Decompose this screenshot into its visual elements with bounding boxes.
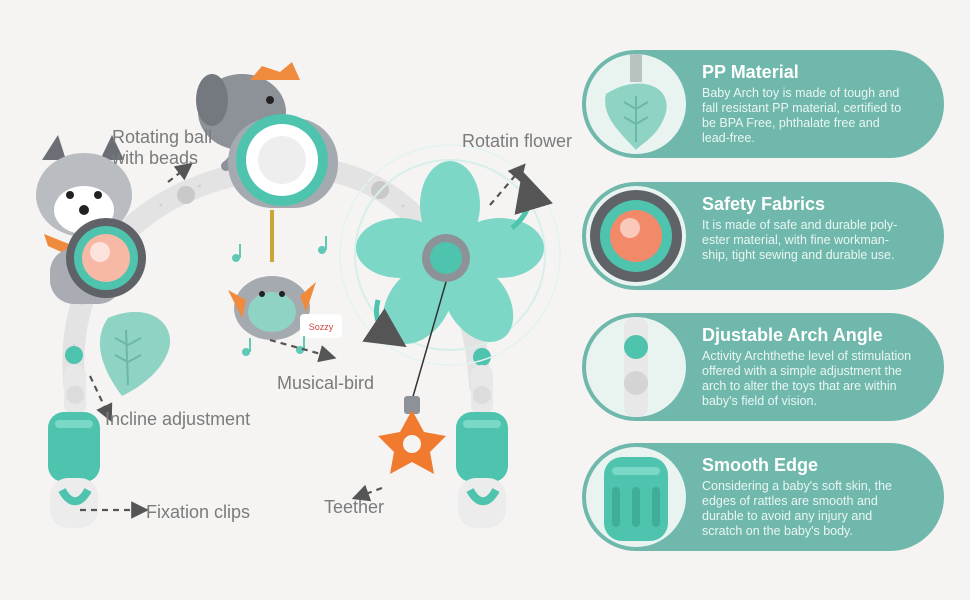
clip-base-icon — [586, 447, 686, 547]
rotating-ball-toy — [66, 218, 146, 298]
feature-title: Smooth Edge — [702, 455, 818, 475]
arch-joint-icon — [586, 317, 686, 417]
feature-body: Considering a baby's soft skin, the edge… — [702, 479, 892, 538]
music-note-icon — [232, 236, 327, 356]
elephant-mirror-toy — [196, 62, 338, 208]
leaf-teether-icon — [586, 54, 686, 154]
bird-tag-label: Sozzy — [309, 322, 334, 332]
feature-card-smooth-edge: Smooth Edge Considering a baby's soft sk… — [582, 443, 944, 551]
leaf-teether-toy — [99, 311, 171, 396]
callout-rotatin-flower: Rotatin flower — [462, 131, 573, 151]
feature-body: Activity Archthethe level of stimulation… — [702, 349, 912, 408]
callout-rotating-ball: Rotating ball with beads — [112, 127, 213, 168]
callout-musical-bird: Musical-bird — [277, 373, 375, 393]
callout-fixation-clips: Fixation clips — [146, 502, 251, 522]
baby-arch-product-illustration: Sozzy — [36, 62, 561, 528]
feature-card-adjustable-arch-angle: Djustable Arch Angle Activity Archthethe… — [582, 313, 944, 421]
feature-title: Safety Fabrics — [702, 194, 826, 214]
feature-body: Baby Arch toy is made of tough and fall … — [702, 86, 902, 145]
feature-card-safety-fabrics: Safety Fabrics It is made of safe and du… — [582, 182, 944, 290]
callout-incline-adjustment: Incline adjustment — [105, 409, 251, 429]
rotating-ball-icon — [586, 186, 686, 286]
rotate-arrow-bottom-icon — [362, 299, 407, 348]
star-teether-toy — [378, 396, 446, 474]
right-clip — [456, 348, 508, 528]
left-clip — [48, 346, 100, 528]
musical-bird-toy: Sozzy — [228, 210, 342, 356]
rotate-arrow-top-icon — [510, 170, 553, 230]
callout-arrows — [80, 162, 526, 519]
feature-title: PP Material — [702, 62, 799, 82]
feature-card-pp-material: PP Material Baby Arch toy is made of tou… — [582, 50, 944, 158]
rotating-flower-toy — [339, 144, 561, 401]
callout-teether: Teether — [324, 497, 385, 517]
feature-title: Djustable Arch Angle — [702, 325, 883, 345]
feature-body: It is made of safe and durable poly- est… — [702, 218, 898, 262]
